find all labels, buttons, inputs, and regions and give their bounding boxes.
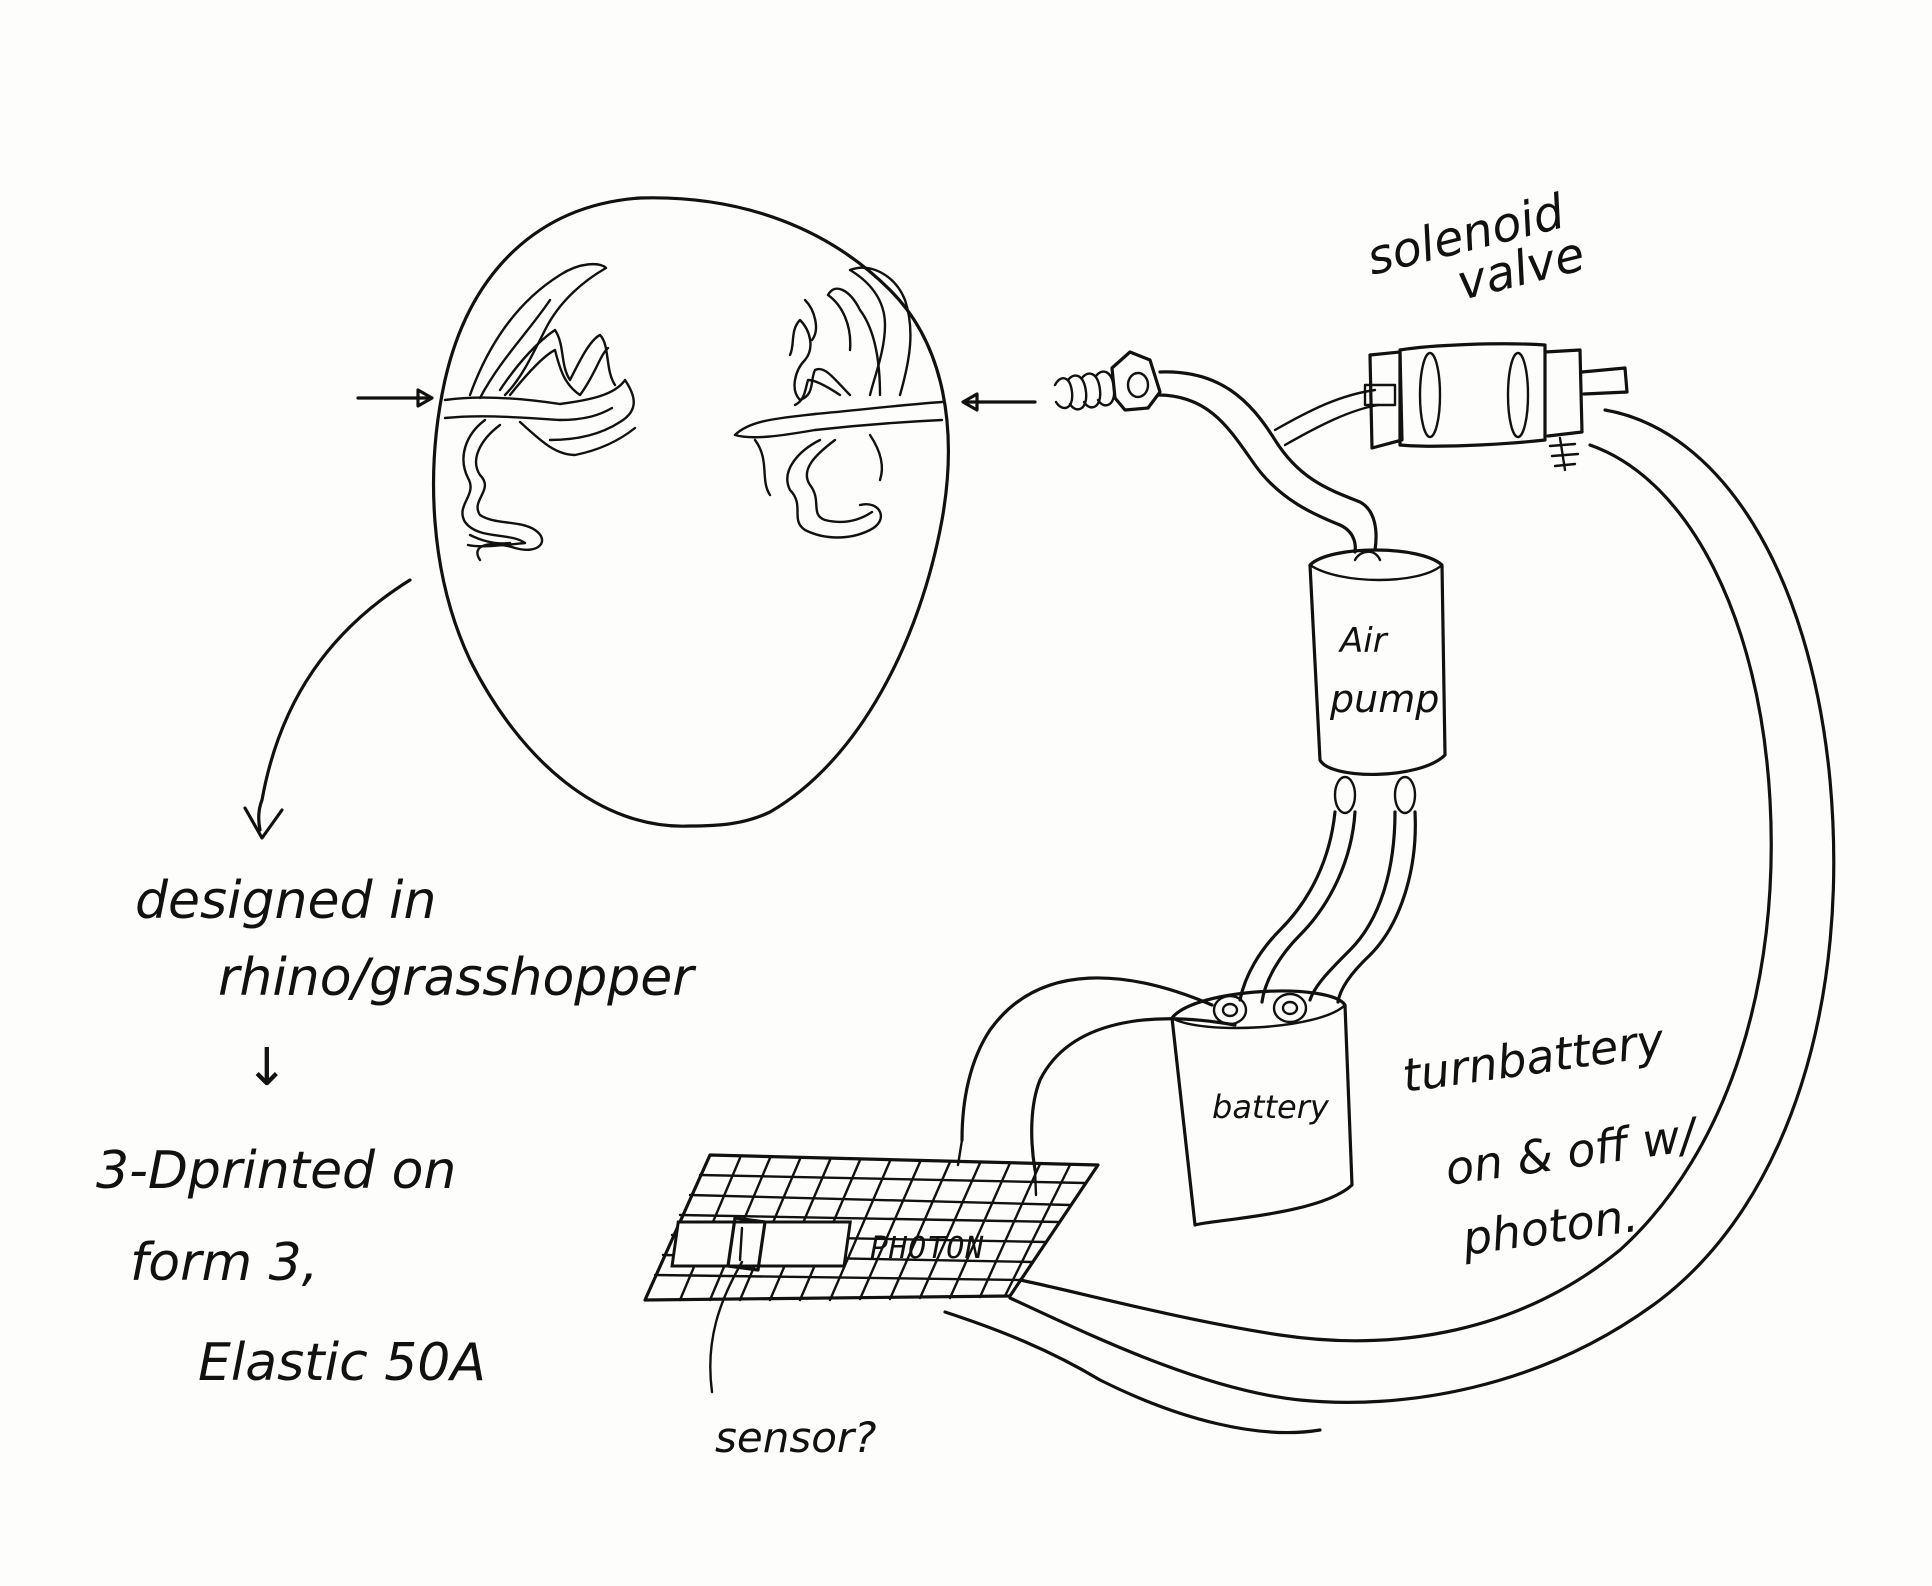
note-line2: on & off w/ (1442, 1107, 1703, 1196)
air-pump-label-pump: pump (1329, 677, 1439, 721)
mask (356, 196, 1037, 828)
fabrication-notes: designed in rhino/grasshopper ↓ 3-Dprint… (96, 871, 697, 1393)
battery-to-photon-wire-b (1030, 1017, 1237, 1172)
left-inlet-arrow (356, 388, 434, 408)
right-air-channels (733, 266, 944, 539)
photon-signal-wire (943, 1310, 1322, 1435)
pump-to-battery-wire-b (1308, 810, 1397, 1002)
print-line2: form 3, (130, 1233, 318, 1293)
tube-fitting (1053, 350, 1162, 412)
solenoid-valve (1363, 342, 1629, 472)
tube-to-pump-inner (1156, 393, 1357, 554)
right-inlet-arrow (961, 392, 1037, 412)
design-line2: rhino/grasshopper (218, 948, 697, 1008)
solenoid-to-photon-wire-inner (1018, 443, 1773, 1343)
sensor-label: sensor? (715, 1413, 876, 1462)
battery-label: battery (1212, 1088, 1330, 1126)
battery-to-photon-wire-a (960, 976, 1214, 1142)
design-arrow: ↓ (245, 1038, 289, 1098)
solenoid-to-photon-wire-outer (1008, 408, 1836, 1404)
print-line3: Elastic 50A (198, 1333, 486, 1393)
air-pump: Air pump (1308, 548, 1447, 815)
photon-breadboard: PHOTON (643, 1153, 1100, 1302)
mask-to-notes-arrow (257, 578, 412, 832)
pump-to-battery-wire-a (1238, 810, 1337, 1002)
left-air-channels (443, 262, 637, 562)
design-line1: designed in (135, 871, 436, 931)
sensor-leader (709, 1260, 744, 1394)
mask-outline (431, 196, 950, 828)
air-pump-label-air: Air (1338, 621, 1389, 661)
control-note: turnbattery on & off w/ photon. (1399, 1013, 1703, 1266)
sensor-chip (726, 1216, 767, 1272)
photon-label: PHOTON (870, 1231, 984, 1266)
print-line1: 3-Dprinted on (96, 1141, 456, 1201)
battery: battery (1170, 989, 1354, 1227)
note-line1: turnbattery (1399, 1013, 1668, 1103)
tube-to-pump (1158, 370, 1378, 552)
